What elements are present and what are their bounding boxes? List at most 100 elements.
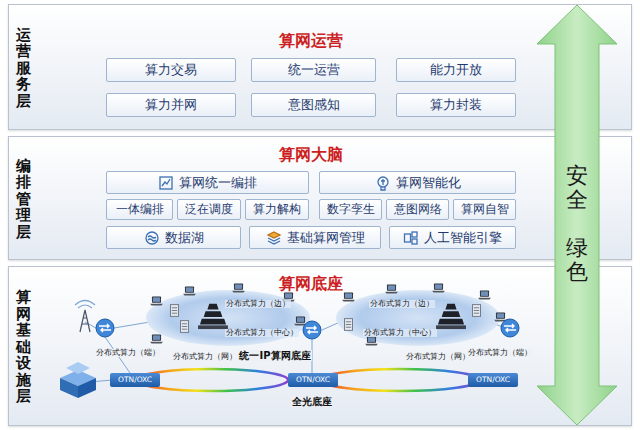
terminal-laptop (150, 334, 163, 343)
box-text: 泛在调度 (185, 201, 233, 218)
terminal-laptop (150, 296, 163, 305)
server-icon (180, 321, 188, 333)
box-text: 算网统一编排 (179, 174, 257, 192)
function-box: 数字孪生 (319, 199, 382, 220)
box-text: 数据湖 (165, 229, 204, 247)
otn-box (468, 373, 518, 387)
icon-stroke (268, 232, 280, 238)
box-text: 数字孪生 (327, 201, 375, 218)
device-label: OTN/OXC (475, 376, 511, 384)
device-label: OTN/OXC (295, 376, 331, 384)
terminal-laptop (432, 283, 445, 292)
box-text: 算力交易 (145, 61, 197, 79)
function-box: 意图感知 (251, 93, 376, 117)
terminal-laptop (478, 290, 491, 299)
function-box: 人工智能引擎 (389, 226, 516, 249)
box-text: 基础算网管理 (287, 229, 365, 247)
box-text: 一体编排 (116, 201, 164, 218)
compute-label: 分布式算力（边） (369, 300, 435, 308)
icon-stroke (381, 179, 385, 190)
layer-heading: 算网大脑 (279, 145, 343, 166)
otn-box (288, 373, 338, 387)
band-fill (8, 4, 632, 130)
compute-label: 分布式算力（网） (405, 353, 471, 361)
building (66, 362, 90, 374)
icon-stroke (146, 232, 158, 244)
layer-band: 编排管理层 算网大脑算网统一编排 算网智能化一体编排 泛在调度算力解构 数字孪生 意图网络… (8, 136, 632, 260)
terminal-laptop (385, 284, 398, 293)
compute-label: 分布式算力（中心） (363, 329, 437, 337)
compute-label: 分布式算力（中心） (225, 329, 299, 337)
icon-stroke (160, 177, 172, 189)
box-text: 意图网络 (394, 201, 442, 218)
otn-box (110, 373, 160, 387)
function-box: 算力并网 (106, 93, 236, 117)
box-icon (266, 230, 282, 246)
layer-label: 编排管理层 (16, 158, 31, 241)
function-box: 算力解构 (245, 199, 309, 220)
terminal-laptop (183, 286, 196, 295)
arrow-text: 安全 (566, 164, 588, 212)
icon-stroke (148, 236, 156, 241)
network-wires (85, 322, 96, 328)
layer-label: 运营服务层 (16, 27, 31, 110)
device-label: OTN/OXC (117, 376, 153, 384)
router-symbol (303, 321, 321, 339)
network-wires (312, 339, 313, 373)
router-symbol (96, 319, 114, 337)
antenna-tower (80, 310, 90, 332)
function-box: 一体编排 (106, 199, 173, 220)
router-symbol (96, 319, 519, 339)
icon-stroke (268, 238, 280, 244)
function-box: 算网统一编排 (106, 171, 309, 194)
layer-band: 运营服务层 算网运营算力交易 统一运营 能力开放算力并网 意图感知 算力封装 (8, 4, 632, 130)
function-box: 数据湖 (106, 226, 241, 249)
server-stack (436, 304, 466, 329)
network-wires (114, 322, 150, 328)
double-arrow: 安全绿色 (536, 4, 618, 426)
server-icon (344, 319, 352, 331)
box-text: 算力封装 (430, 96, 482, 114)
arrow-text: 绿色 (566, 236, 588, 284)
compute-label: 分布式算力（边） (225, 300, 291, 308)
terminal-laptop (365, 336, 378, 345)
box-text: 统一运营 (288, 61, 340, 79)
building (60, 362, 96, 398)
function-box: 算网智能化 (319, 171, 516, 194)
box-icon (403, 230, 419, 246)
terminal-laptop (232, 283, 245, 292)
function-box: 基础算网管理 (249, 226, 381, 249)
compute-label: 分布式算力（端） (95, 349, 161, 357)
otn-box (110, 373, 518, 387)
function-box: 统一运营 (251, 58, 376, 82)
box-icon (144, 230, 160, 246)
base-label: 统一IP算网底座 (238, 350, 311, 361)
box-icon (375, 175, 391, 191)
compute-cloud (146, 290, 310, 346)
server-stack (198, 304, 228, 329)
base-label: 全光底座 (291, 396, 333, 407)
server-icon (472, 305, 480, 317)
box-text: 算力并网 (145, 96, 197, 114)
icon-stroke (405, 234, 411, 242)
band-fill (8, 4, 632, 426)
optical-ring (320, 369, 480, 391)
layer-label: 算网基础设施层 (16, 289, 31, 405)
server-icon (170, 305, 178, 317)
layer-heading: 算网运营 (279, 31, 343, 52)
function-box: 算网自智 (453, 199, 516, 220)
band-fill (8, 136, 632, 260)
function-box: 算力交易 (106, 58, 236, 82)
icon-stroke (412, 239, 417, 244)
function-box: 算力封装 (396, 93, 516, 117)
function-box: 泛在调度 (177, 199, 241, 220)
arrow-body (537, 5, 617, 425)
compute-cloud (336, 290, 500, 346)
box-text: 能力开放 (430, 61, 482, 79)
compute-label: 分布式算力（端） (467, 349, 533, 357)
network-wires (322, 322, 340, 330)
function-box: 意图网络 (386, 199, 449, 220)
antenna-tower (75, 301, 95, 333)
building (78, 378, 96, 398)
